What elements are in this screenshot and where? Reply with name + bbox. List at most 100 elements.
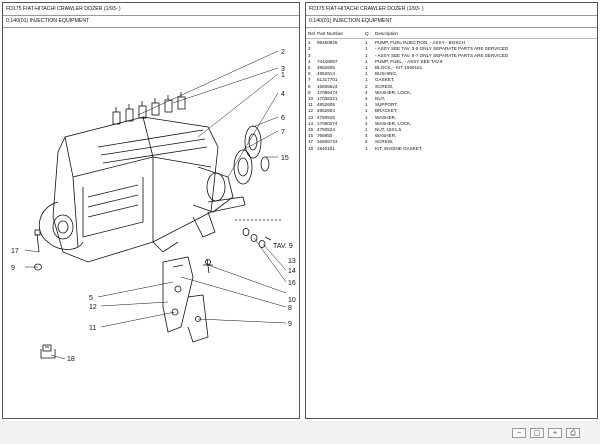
row-desc: - ASSY SEE TAV. 6-7 ONLY SEPARATE PARTS … [375, 52, 509, 58]
callout-6: 6 [281, 115, 285, 122]
row-part: 17089474 [317, 89, 338, 95]
print-icon[interactable]: ⎙ [566, 428, 580, 438]
zoom-in-button[interactable]: + [548, 428, 562, 438]
callout-17: 17 [11, 248, 19, 255]
parts-rows: 1 99450825 1 PUMP, FUEL INJECTION, - ASSY -… [306, 40, 597, 152]
row-qty: 1 [365, 46, 368, 52]
callout-2: 2 [281, 49, 285, 56]
header-desc: Description [375, 31, 398, 36]
row-desc: KIT, ENGINE GASKET, [375, 145, 423, 151]
header-part: Part Number [317, 31, 344, 36]
row-desc: SCREW, [375, 139, 394, 145]
row-desc: SUPPORT, [375, 102, 398, 108]
row-desc: WASHER, [375, 114, 397, 120]
row-ref: 12 [308, 108, 314, 114]
row-desc: WASHER, LOCK, [375, 89, 412, 95]
table-row[interactable]: 5 4852606 1 BLOCK, - KIT 1940151 [306, 65, 597, 71]
row-desc: WASHER, [375, 133, 397, 139]
row-desc: PUMP, FUEL, - ASSY SEE TAV.8 [375, 58, 443, 64]
row-qty: 1 [365, 58, 368, 64]
row-qty: 4 [365, 89, 368, 95]
row-desc: NUT, [375, 96, 386, 102]
callout-16: 16 [288, 280, 296, 287]
row-desc: WASHER, LOCK, [375, 120, 412, 126]
callout-9: 9 [288, 321, 292, 328]
table-row[interactable]: 3 1 - ASSY SEE TAV. 6-7 ONLY SEPARATE PART… [306, 53, 597, 59]
row-qty: 1 [365, 40, 368, 46]
callout-7: 7 [281, 129, 285, 136]
row-ref: 7 [308, 77, 311, 83]
row-ref: 16 [308, 133, 314, 139]
parts-table-header: Ref Part Number Q Description [306, 31, 597, 40]
table-row[interactable]: 9 17089474 4 WASHER, LOCK, [306, 90, 597, 96]
row-qty: 1 [365, 145, 368, 151]
row-qty: 1 [365, 52, 368, 58]
viewer-toolbar: − ▢ + ⎙ [0, 421, 600, 444]
row-ref: 17 [308, 139, 314, 145]
row-ref: 15 [308, 127, 314, 133]
row-ref: 4 [308, 58, 311, 64]
row-desc: BLOCK, - KIT 1940151 [375, 65, 423, 71]
row-ref: 5 [308, 65, 311, 71]
callout-3: 3 [281, 66, 285, 73]
callout-4: 4 [281, 91, 285, 98]
row-part: 61317701 [317, 77, 338, 83]
row-qty: 4 [365, 133, 368, 139]
row-part: 17090274 [317, 120, 338, 126]
row-part: 4852606 [317, 65, 335, 71]
callout-14: 14 [288, 268, 296, 275]
row-ref: 3 [308, 52, 311, 58]
row-desc: BRACKET, [375, 108, 398, 114]
row-desc: BUSHING, [375, 71, 398, 77]
row-part: 99450825 [317, 40, 338, 46]
callout-9b: 9 [11, 265, 15, 272]
row-part: 4852605 [317, 102, 335, 108]
row-qty: 1 [365, 77, 368, 83]
row-ref: 9 [308, 89, 311, 95]
callout-1: 1 [281, 72, 285, 79]
row-ref: 8 [308, 83, 311, 89]
row-ref: 10 [308, 96, 314, 102]
table-row[interactable]: 7 61317701 1 GASKET, [306, 77, 597, 83]
diagram-title: FD175 FIAT-HITACHI CRAWLER DOZER (1/93- … [3, 3, 299, 16]
callout-11: 11 [89, 325, 96, 332]
callout-5: 5 [89, 295, 93, 302]
fit-page-button[interactable]: ▢ [530, 428, 544, 438]
row-ref: 13 [308, 114, 314, 120]
ref-tav: TAV. 9 [273, 243, 293, 250]
row-part: 17038221 [317, 96, 338, 102]
row-desc: SCREW, [375, 83, 394, 89]
callout-10: 10 [288, 297, 296, 304]
callout-8: 8 [288, 305, 292, 312]
header-qty: Q [365, 31, 369, 36]
row-part: 4750524 [317, 127, 335, 133]
row-desc: GASKET, [375, 77, 395, 83]
row-part: 4852604 [317, 108, 335, 114]
row-ref: 6 [308, 71, 311, 77]
row-desc: PUMP, FUEL INJECTION, - ASSY - BOSCH [375, 40, 466, 46]
diagram-section: 0.140(01) INJECTION EQUIPMENT [3, 16, 299, 28]
parts-list-panel: FD175 FIAT-HITACHI CRAWLER DOZER (1/93- … [305, 2, 598, 419]
row-qty: 1 [365, 65, 368, 71]
row-ref: 14 [308, 120, 314, 126]
zoom-out-button[interactable]: − [512, 428, 526, 438]
row-part: 16606724 [317, 139, 338, 145]
row-desc: NUT, 18X1,5 [375, 127, 402, 133]
row-qty: 1 [365, 71, 368, 77]
row-ref: 2 [308, 46, 311, 52]
